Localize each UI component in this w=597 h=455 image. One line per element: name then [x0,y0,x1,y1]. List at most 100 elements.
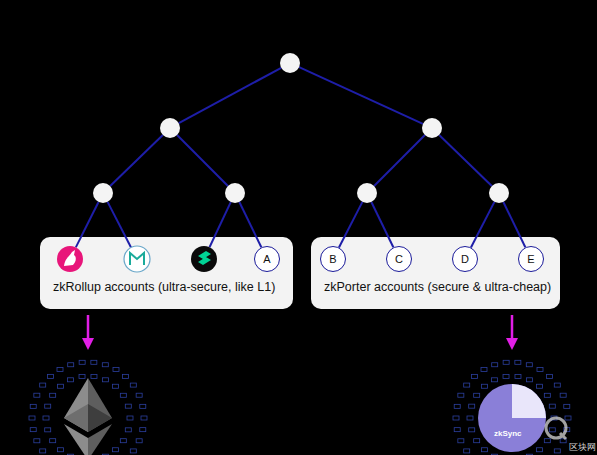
network-peer [57,368,63,372]
account-letter: E [527,254,534,265]
network-peer [492,454,498,455]
watermark-logo [546,418,566,439]
network-peer [68,378,74,382]
network-peer [125,404,131,408]
network-peer [122,374,128,378]
network-peer [537,448,543,452]
network-peer [472,374,478,378]
network-peer [515,374,521,378]
zksync-network [453,360,571,455]
tree-node [422,118,442,138]
network-peer [40,449,46,453]
network-peer [515,360,521,364]
network-peer [125,428,131,432]
magenta-arrow [82,315,518,350]
network-peer [120,393,126,397]
network-peer [130,449,136,453]
tree-branch [299,67,423,124]
network-peer [141,416,147,420]
network-peer [560,393,566,397]
tree-node [160,118,180,138]
account-group-box: zkRollup accounts (ultra-secure, like L1… [40,237,293,309]
account-letter: A [263,254,270,265]
ethereum-logo [64,378,112,455]
network-peer [481,384,487,388]
account-letter: C [395,254,403,265]
network-peer [140,428,146,432]
network-peer [474,439,480,443]
tree-branch [177,135,228,186]
network-peer [130,383,136,387]
network-peer [481,368,487,372]
account-circle: E [518,246,544,272]
ethereum-network [29,360,147,455]
network-peer [40,383,46,387]
tree-node [357,183,377,203]
tree-node [280,53,300,73]
account-circle: D [452,246,478,272]
network-peer [453,416,459,420]
network-peer [113,368,119,372]
network-peer [537,368,543,372]
network-peer [79,360,85,364]
account-group-box: zkPorter accounts (secure & ultra-cheap)… [311,237,560,309]
network-peer [91,374,97,378]
network-peer [127,416,133,420]
network-peer [102,363,108,367]
network-peer [30,428,36,432]
zksync-logo [478,384,546,452]
tree-node [93,183,113,203]
network-peer [68,363,74,367]
network-peer [554,383,560,387]
network-peer [30,404,36,408]
account-circle: A [254,246,280,272]
tree-node [225,183,245,203]
network-peer [554,449,560,453]
network-peer [34,393,40,397]
account-letter: D [461,254,469,265]
network-peer [50,393,56,397]
group-label: zkPorter accounts (secure & ultra-cheap) [324,280,551,294]
network-peer [526,378,532,382]
network-peer [537,384,543,388]
network-peer [458,439,464,443]
network-peer [474,393,480,397]
network-peer [467,416,473,420]
network-peer [136,439,142,443]
network-peer [526,454,532,455]
account-circle: B [320,246,346,272]
network-peer [57,448,63,452]
network-peer [136,393,142,397]
network-peer [120,439,126,443]
network-peer [102,378,108,382]
account-circle: C [386,246,412,272]
network-peer [50,439,56,443]
network-peer [503,374,509,378]
tree-branch [374,135,425,186]
group-label: zkRollup accounts (ultra-secure, like L1… [53,280,275,294]
tree-branch [110,135,163,186]
network-peer [565,416,571,420]
network-peer [48,374,54,378]
network-peer [454,428,460,432]
network-peer [29,416,35,420]
network-peer [546,374,552,378]
network-peer [549,428,555,432]
network-peer [458,393,464,397]
network-peer [469,404,475,408]
tree-node [489,183,509,203]
network-peer [113,448,119,452]
network-peer [45,404,51,408]
logo-text: zkSync [494,429,522,438]
network-peer [464,383,470,387]
network-peer [492,378,498,382]
watermark: 区块网 [569,441,596,454]
network-peer [43,416,49,420]
network-peer [91,360,97,364]
network-peer [503,360,509,364]
network-peer [526,363,532,367]
network-peer [68,454,74,455]
network-peer [57,384,63,388]
network-peer [464,449,470,453]
